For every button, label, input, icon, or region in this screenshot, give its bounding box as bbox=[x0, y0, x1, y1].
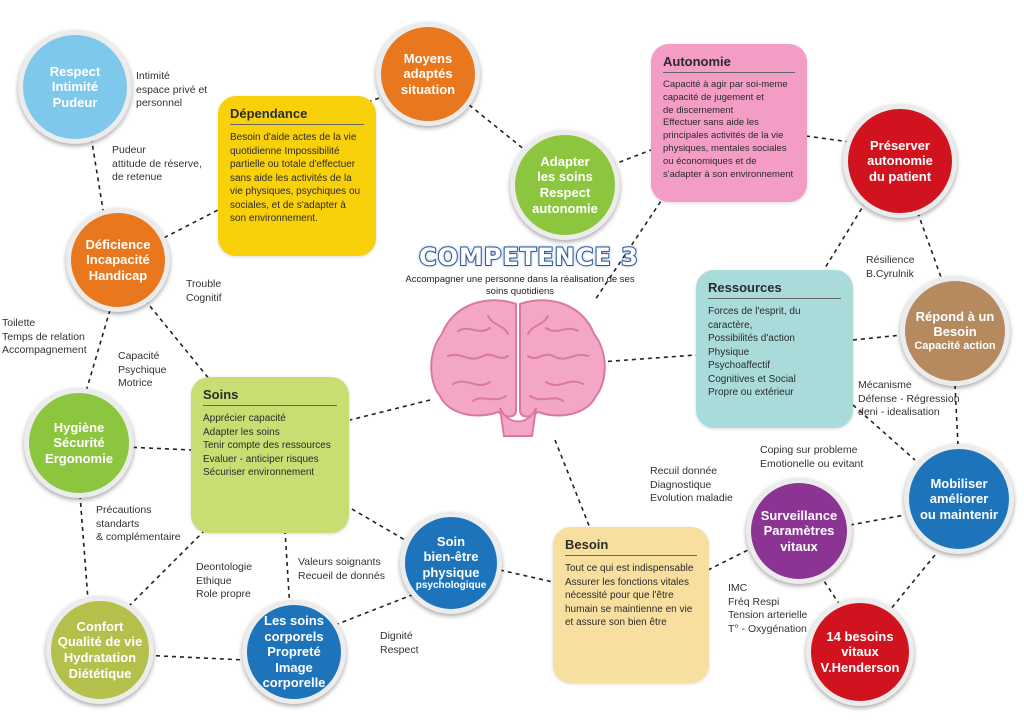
link-surveillance-mobiliser bbox=[849, 514, 906, 526]
brain-illustration bbox=[430, 299, 606, 437]
note-coping: Coping sur probleme Emotionelle ou evita… bbox=[760, 444, 864, 470]
page-title: COMPETENCE 3 bbox=[418, 242, 639, 272]
note-trouble: Trouble Cognitif bbox=[186, 278, 222, 304]
circle-mobiliser: Mobiliser améliorer ou maintenir bbox=[904, 444, 1014, 554]
link-moyens-adapter bbox=[462, 99, 526, 151]
repond-title: Répond à un Besoin bbox=[915, 308, 995, 340]
box-autonomie: Autonomie Capacité à agir par soi-meme c… bbox=[651, 44, 807, 202]
soin-subtitle: psychologique bbox=[415, 580, 487, 592]
link-hygiene-soins bbox=[124, 446, 193, 451]
box-dependance: Dépendance Besoin d'aide actes de la vie… bbox=[218, 96, 376, 256]
box-autonomie-title: Autonomie bbox=[663, 54, 795, 73]
circle-repond: Répond à un Besoin Capacité action bbox=[900, 276, 1010, 386]
link-ressources-mobiliser bbox=[852, 404, 916, 461]
circle-moyens: Moyens adaptés situation bbox=[376, 22, 480, 126]
note-precautions: Précautions standarts & complémentaire bbox=[96, 504, 181, 544]
box-besoin-title: Besoin bbox=[565, 537, 697, 556]
link-autonomie-preserver bbox=[805, 135, 851, 143]
box-autonomie-body: Capacité à agir par soi-meme capacité de… bbox=[663, 79, 794, 180]
link-soinbienetre-besoin bbox=[499, 569, 554, 583]
circle-surveillance: Surveillance Paramètres vitaux bbox=[746, 478, 852, 584]
note-dignite: Dignité Respect bbox=[380, 630, 419, 656]
circle-hygiene: Hygiène Sécurité Ergonomie bbox=[24, 388, 134, 498]
note-imc: IMC Fréq Respi Tension arterielle T° - O… bbox=[728, 582, 808, 635]
note-valeurs: Valeurs soignants Recueil de donnés bbox=[298, 556, 385, 582]
link-deficience-hygiene bbox=[84, 309, 111, 396]
link-preserver-ressources bbox=[824, 194, 871, 269]
link-adapter-autonomie bbox=[611, 149, 652, 166]
link-besoin-surveillance bbox=[707, 547, 753, 571]
link-preserver-repond bbox=[914, 204, 943, 281]
soin-title: Soin bien-être physique bbox=[422, 533, 480, 580]
link-brain-besoin bbox=[554, 439, 591, 529]
note-recueil: Recuil donnée Diagnostique Evolution mal… bbox=[650, 465, 733, 505]
box-soins-title: Soins bbox=[203, 387, 337, 406]
link-repond-mobiliser bbox=[954, 384, 959, 446]
box-ressources-title: Ressources bbox=[708, 280, 841, 299]
link-surveillance-besoins bbox=[819, 574, 841, 606]
link-mobiliser-besoins bbox=[889, 554, 936, 611]
circle-14-besoins: 14 besoins vitaux V.Henderson bbox=[806, 598, 914, 706]
link-respect-deficience bbox=[89, 129, 106, 223]
link-adapter-brain bbox=[594, 194, 666, 301]
note-intimite: Intimité espace privé et personnel bbox=[136, 70, 208, 110]
box-soins-body: Apprécier capacité Adapter les soins Ten… bbox=[203, 413, 331, 478]
circle-deficience: Déficience Incapacité Handicap bbox=[66, 208, 170, 312]
circle-soin-bien-etre: Soin bien-être physique psychologique bbox=[400, 512, 502, 614]
page-subtitle: Accompagner une personne dans la réalisa… bbox=[405, 274, 635, 297]
circle-adapter: Adapter les soins Respect autonomie bbox=[510, 130, 620, 240]
box-besoin: Besoin Tout ce qui est indispensable Ass… bbox=[553, 527, 709, 683]
box-ressources: Ressources Forces de l'esprit, du caract… bbox=[696, 270, 853, 428]
link-soins-corporels bbox=[284, 529, 291, 611]
circle-preserver: Préserver autonomie du patient bbox=[843, 104, 957, 218]
link-brain-ressources bbox=[599, 354, 697, 363]
link-hygiene-confort bbox=[79, 494, 89, 601]
link-deficience-soins bbox=[144, 299, 211, 381]
box-dependance-title: Dépendance bbox=[230, 106, 364, 125]
box-besoin-body: Tout ce qui est indispensable Assurer le… bbox=[565, 563, 694, 628]
note-capacite: Capacité Psychique Motrice bbox=[118, 350, 167, 390]
note-resilience: Résilience B.Cyrulnik bbox=[866, 254, 915, 280]
note-toilette: Toilette Temps de relation Accompagnemen… bbox=[2, 317, 87, 357]
note-mecanisme: Mécanisme Défense - Régression deni - id… bbox=[858, 379, 960, 419]
box-dependance-body: Besoin d'aide actes de la vie quotidienn… bbox=[230, 132, 361, 224]
link-ressources-repond bbox=[852, 334, 903, 341]
link-confort-corporels bbox=[139, 654, 246, 661]
circle-confort: Confort Qualité de vie Hydratation Diété… bbox=[46, 596, 154, 704]
link-corporels-soinbienetre bbox=[334, 594, 413, 626]
link-soins-soinbienetre bbox=[344, 504, 406, 541]
box-soins: Soins Apprécier capacité Adapter les soi… bbox=[191, 377, 349, 533]
link-brain-soins bbox=[349, 399, 431, 421]
repond-subtitle: Capacité action bbox=[914, 340, 996, 352]
note-deontologie: Deontologie Ethique Role propre bbox=[196, 561, 253, 601]
link-soins-confort bbox=[129, 529, 206, 606]
circle-soins-corporels: Les soins corporels Propreté Image corpo… bbox=[242, 600, 346, 704]
note-pudeur: Pudeur attitude de réserve, de retenue bbox=[112, 144, 202, 184]
box-ressources-body: Forces de l'esprit, du caractère, Possib… bbox=[708, 306, 801, 398]
circle-respect: Respect Intimité Pudeur bbox=[18, 30, 132, 144]
